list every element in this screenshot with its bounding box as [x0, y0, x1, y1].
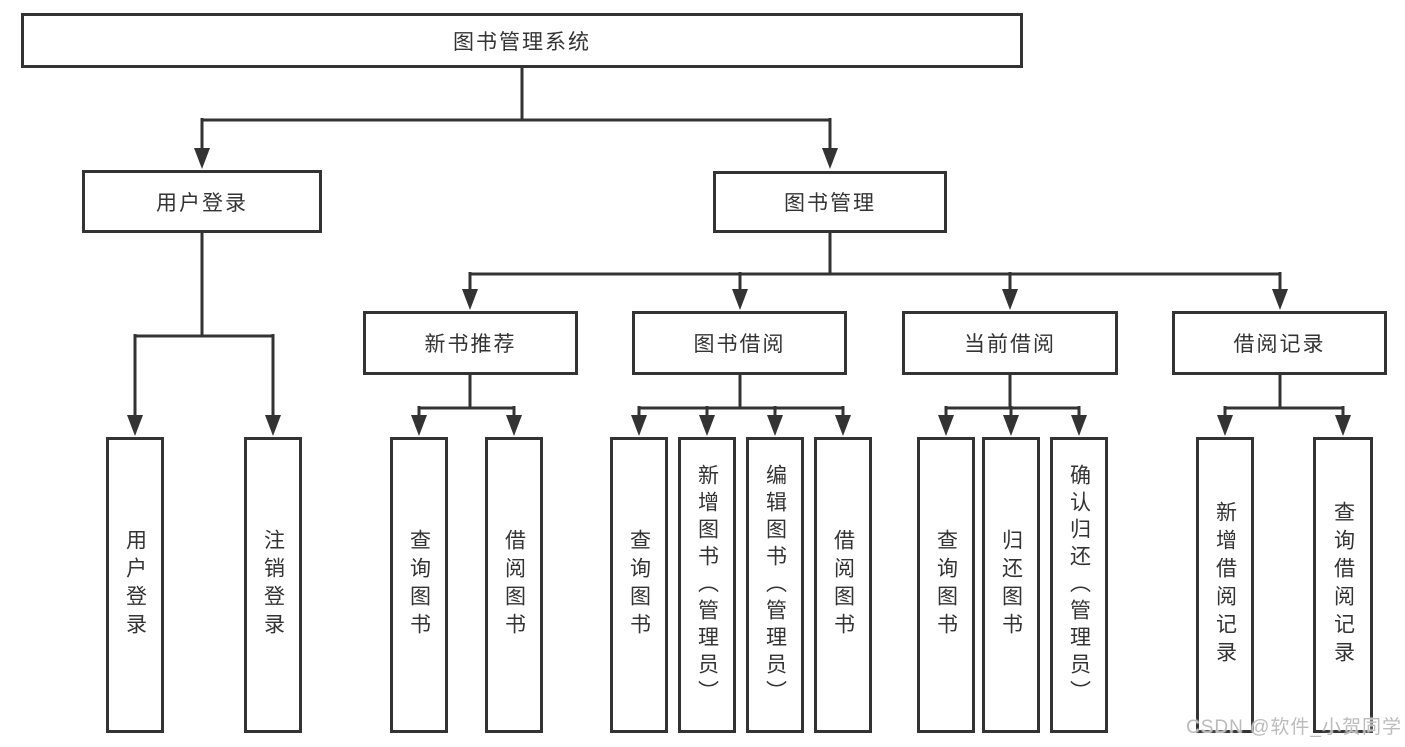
leaf-query-borrow-record: 查询借阅记录	[1313, 437, 1373, 733]
node-book-borrow: 图书借阅	[632, 311, 847, 375]
leaf-logout: 注销登录	[244, 437, 302, 733]
leaf-borrow-books: 借阅图书	[814, 437, 872, 733]
node-new-book-recommend: 新书推荐	[363, 311, 578, 375]
leaf-user-login: 用户登录	[106, 437, 164, 733]
node-user-login: 用户登录	[82, 170, 322, 233]
leaf-query-books-recommend: 查询图书	[390, 437, 448, 733]
leaf-query-books-current: 查询图书	[917, 437, 975, 733]
node-current-borrow: 当前借阅	[902, 311, 1118, 375]
leaf-confirm-return-admin: 确认归还（管理员）	[1050, 437, 1108, 733]
leaf-query-books-borrow: 查询图书	[610, 437, 668, 733]
node-book-management: 图书管理	[713, 171, 947, 233]
leaf-return-books: 归还图书	[982, 437, 1040, 733]
watermark: CSDN @软件_小贺同学	[1186, 717, 1402, 738]
leaf-add-borrow-record: 新增借阅记录	[1196, 437, 1254, 733]
leaf-edit-books-admin: 编辑图书（管理员）	[746, 437, 804, 733]
node-root: 图书管理系统	[21, 13, 1023, 68]
leaf-borrow-books-recommend: 借阅图书	[485, 437, 543, 733]
leaf-add-books-admin: 新增图书（管理员）	[678, 437, 736, 733]
node-borrow-records: 借阅记录	[1172, 311, 1387, 375]
